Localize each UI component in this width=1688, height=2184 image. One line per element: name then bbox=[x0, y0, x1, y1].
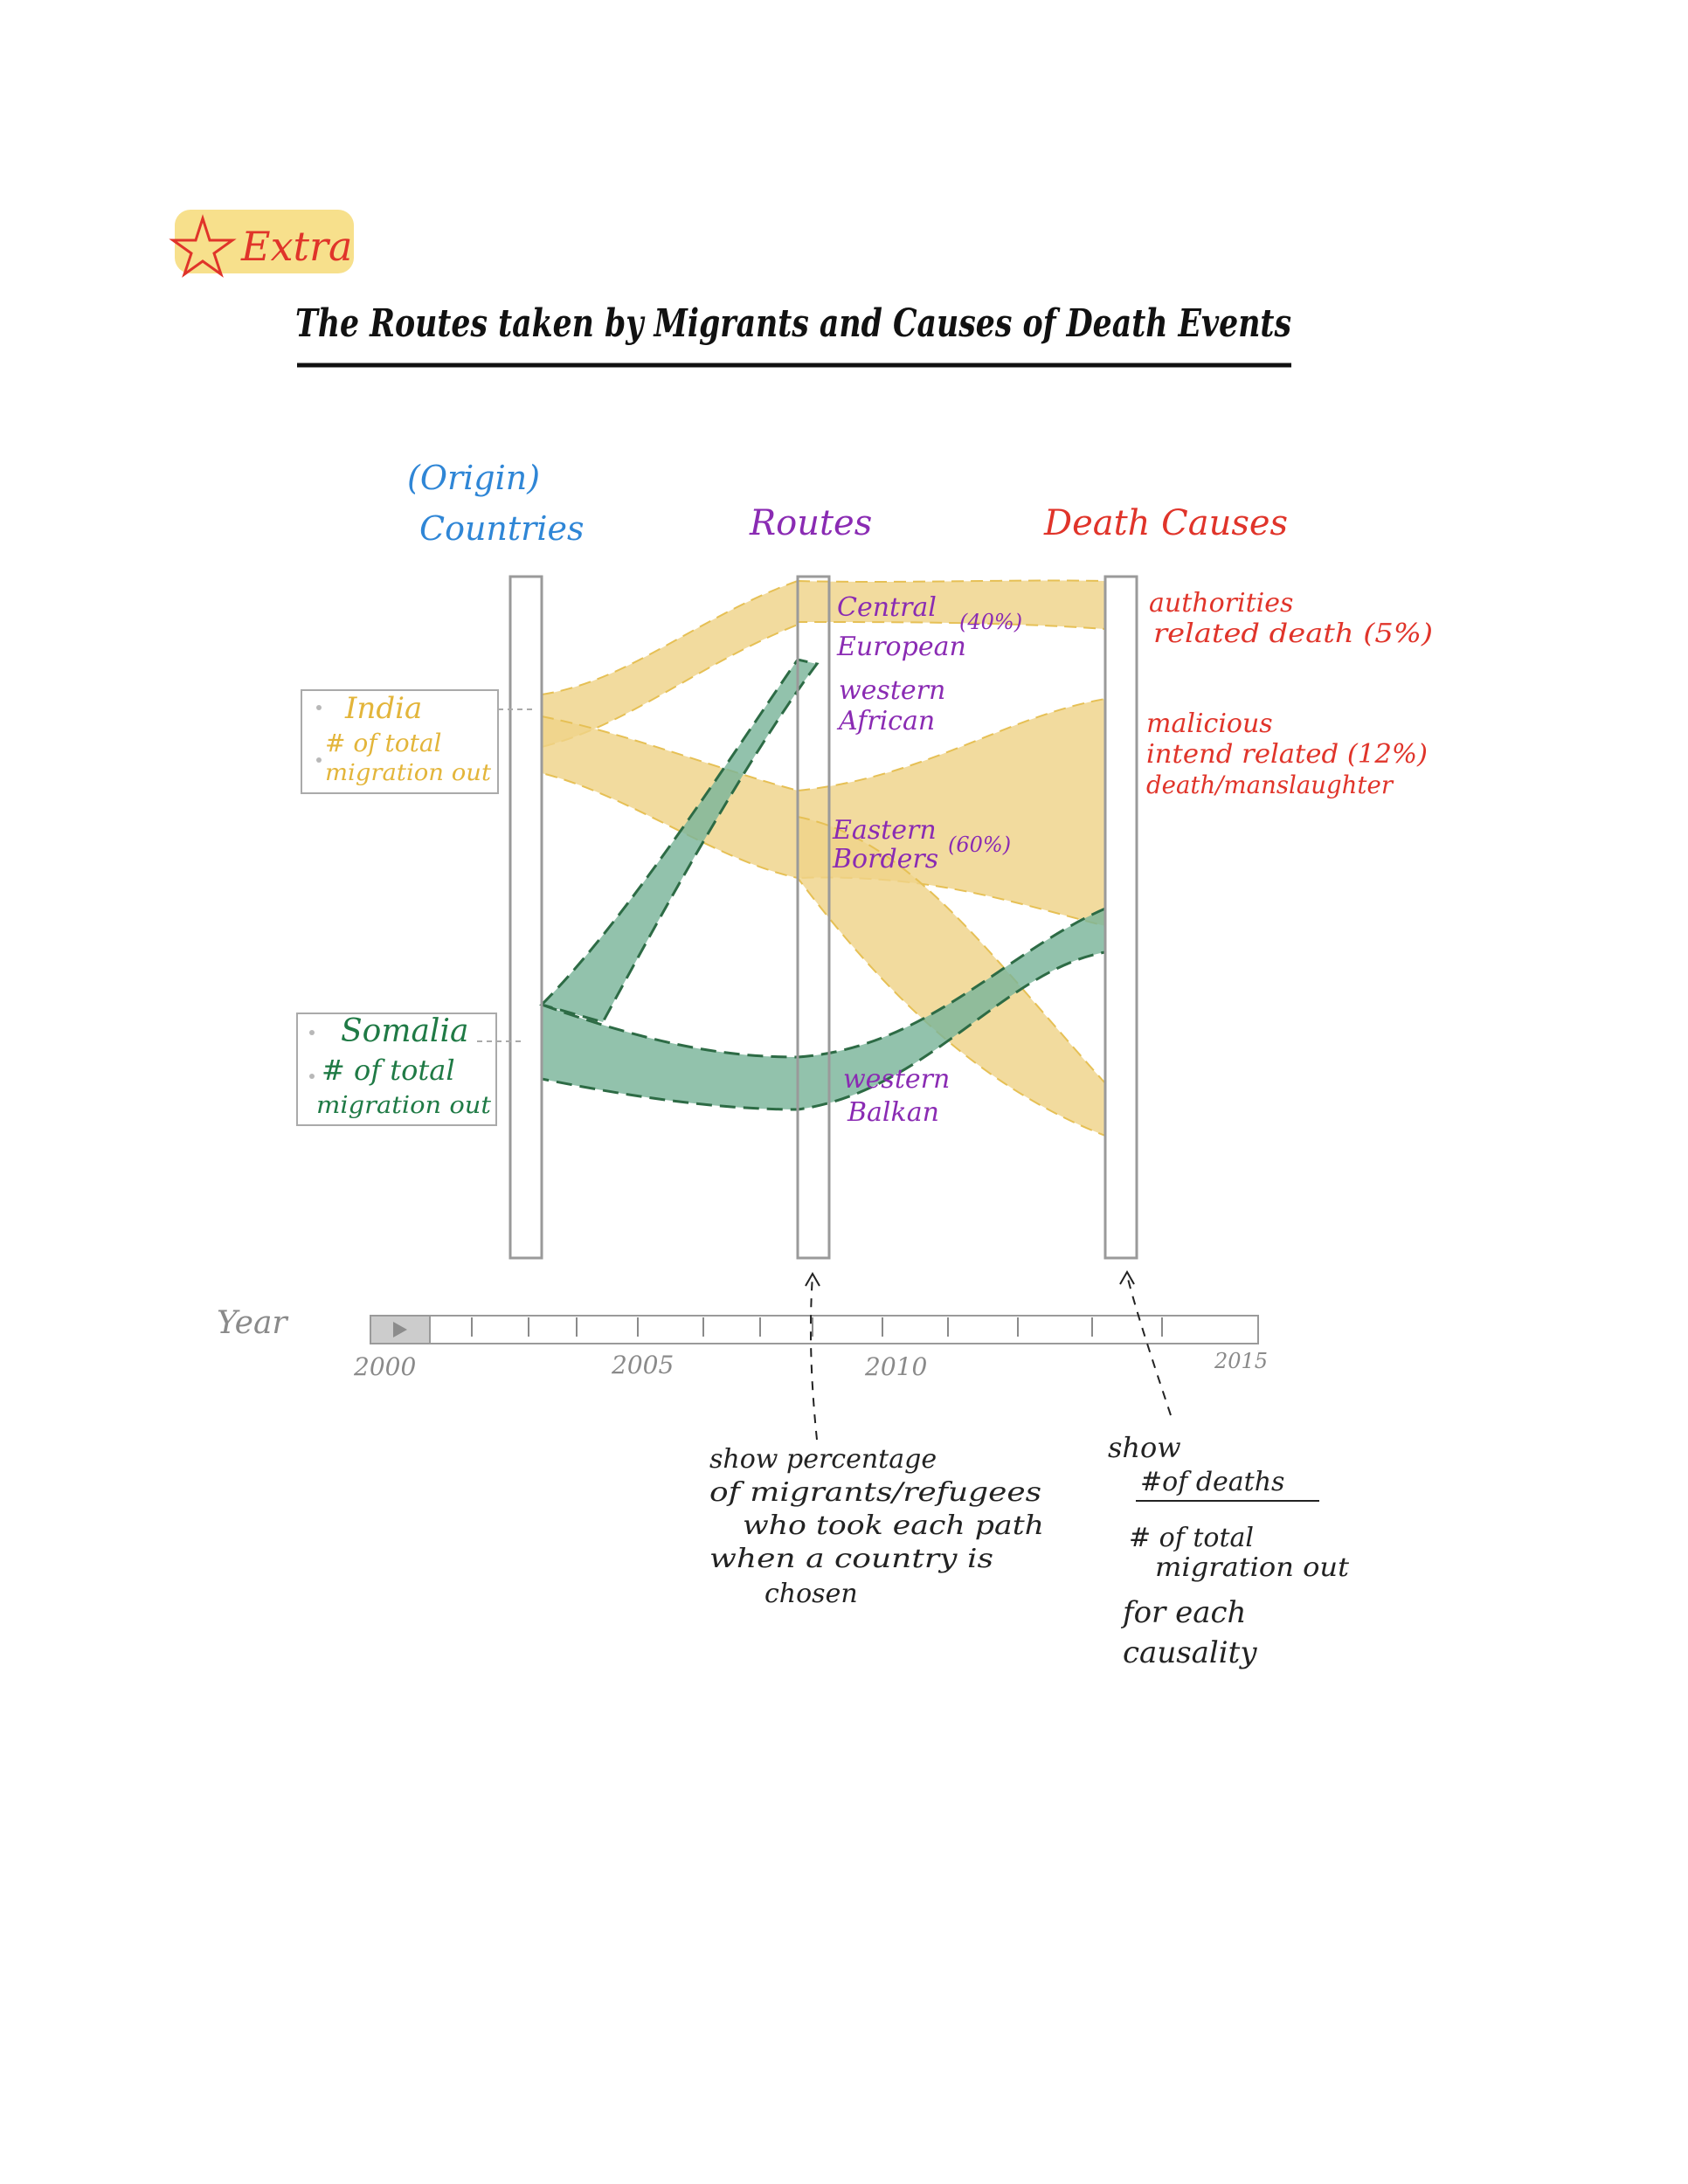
routes-note-line: of migrants/refugees bbox=[709, 1477, 1041, 1508]
routes-note-line: chosen bbox=[764, 1579, 858, 1609]
routes-note-line: show percentage bbox=[709, 1444, 937, 1475]
deaths-note-line: causality bbox=[1123, 1635, 1257, 1670]
timeline-tick-label: 2000 bbox=[353, 1352, 416, 1381]
india-country-box[interactable]: India # of total migration out bbox=[301, 689, 535, 794]
timeline-tick-label: 2015 bbox=[1214, 1349, 1268, 1373]
route-eastern-line1: Eastern bbox=[832, 815, 937, 846]
deaths-note-arrow bbox=[1126, 1275, 1172, 1416]
route-western-balkan-line2: Balkan bbox=[847, 1097, 939, 1128]
india-name: India bbox=[344, 691, 422, 726]
somalia-flow-western-balkan bbox=[540, 1002, 799, 1111]
origin-axis-bar bbox=[508, 575, 543, 1260]
deaths-note-line: for each bbox=[1120, 1595, 1246, 1630]
death-causes-column-header: Death Causes bbox=[1043, 503, 1288, 543]
routes-note: show percentage of migrants/refugees who… bbox=[709, 1444, 1044, 1609]
deaths-axis-bar bbox=[1103, 575, 1138, 1260]
axis-bars bbox=[508, 575, 1138, 1260]
origin-prefix-header: (Origin) bbox=[407, 459, 540, 497]
death-cause-labels: authorities related death (5%) malicious… bbox=[1146, 588, 1433, 799]
death-malicious-line1: malicious bbox=[1146, 708, 1273, 739]
play-button[interactable] bbox=[370, 1315, 431, 1344]
route-central-line1: Central bbox=[837, 592, 937, 623]
route-eastern-percentage: (60%) bbox=[948, 833, 1011, 857]
route-western-african-line1: western bbox=[839, 675, 945, 706]
india-eastern-to-other bbox=[797, 815, 1106, 1137]
route-central-line2: European bbox=[836, 632, 966, 662]
somalia-flow-western-african bbox=[539, 658, 820, 1024]
deaths-note-line: show bbox=[1108, 1431, 1181, 1464]
star-icon bbox=[169, 214, 237, 278]
routes-note-arrow bbox=[809, 1275, 818, 1441]
deaths-note: show #of deaths # of total migration out… bbox=[1108, 1431, 1350, 1670]
somalia-flows bbox=[539, 658, 1107, 1111]
extra-label: Extra bbox=[240, 223, 352, 270]
extra-badge: Extra bbox=[169, 210, 354, 278]
play-icon bbox=[393, 1322, 407, 1337]
route-western-balkan-line1: western bbox=[843, 1064, 950, 1095]
somalia-detail-line2: migration out bbox=[316, 1092, 491, 1119]
india-flow-central bbox=[541, 579, 799, 749]
death-authorities-line2: related death (5%) bbox=[1153, 619, 1433, 649]
route-labels: Central European (40%) western African E… bbox=[832, 592, 1022, 1128]
timeline-track[interactable] bbox=[370, 1315, 1259, 1344]
route-western-african-line2: African bbox=[836, 706, 935, 736]
route-eastern-line2: Borders bbox=[832, 844, 938, 874]
annotation-arrows bbox=[805, 1269, 1172, 1441]
death-malicious-line2: intend related (12%) bbox=[1146, 739, 1428, 770]
origin-column-header: Countries bbox=[419, 509, 584, 548]
death-authorities-line1: authorities bbox=[1149, 588, 1293, 619]
timeline-label: Year bbox=[217, 1305, 288, 1341]
india-detail-line1: # of total bbox=[325, 729, 442, 757]
deaths-note-line: #of deaths bbox=[1140, 1467, 1284, 1497]
timeline: Year 2000 2005 2010 2015 bbox=[217, 1305, 1268, 1381]
timeline-tick-label: 2005 bbox=[611, 1351, 674, 1379]
routes-column-header: Routes bbox=[749, 503, 872, 543]
india-detail-line2: migration out bbox=[325, 760, 492, 786]
somalia-name: Somalia bbox=[341, 1013, 468, 1049]
somalia-detail-line1: # of total bbox=[322, 1054, 455, 1087]
routes-axis-bar bbox=[796, 575, 831, 1260]
timeline-tick-marks bbox=[471, 1317, 1163, 1337]
route-central-percentage: (40%) bbox=[959, 610, 1022, 634]
routes-note-line: when a country is bbox=[709, 1544, 993, 1574]
deaths-note-line: # of total bbox=[1129, 1523, 1254, 1553]
india-flows bbox=[541, 579, 1106, 1137]
death-malicious-line3: death/manslaughter bbox=[1146, 771, 1394, 799]
deaths-note-line: migration out bbox=[1155, 1552, 1350, 1583]
timeline-tick-label: 2010 bbox=[864, 1352, 927, 1381]
routes-note-line: who took each path bbox=[743, 1510, 1044, 1541]
diagram-title: The Routes taken by Migrants and Causes … bbox=[295, 301, 1291, 346]
somalia-country-box[interactable]: Somalia # of total migration out bbox=[296, 1013, 524, 1126]
